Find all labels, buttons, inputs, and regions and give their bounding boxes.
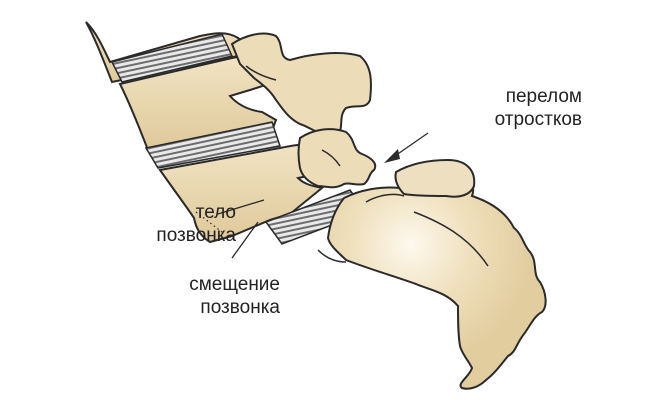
label-vertebral-body: тело позвонка bbox=[140, 201, 236, 247]
label-vertebral-displacement: смещение позвонка bbox=[160, 273, 280, 319]
intervertebral-disc-1 bbox=[110, 33, 234, 83]
label-body-line1: тело bbox=[195, 202, 236, 223]
arrow-icon-fracture bbox=[384, 132, 429, 163]
label-shift-line2: позвонка bbox=[200, 297, 280, 318]
label-fracture-line2: отростков bbox=[494, 109, 582, 130]
vertebra-3-displaced bbox=[158, 128, 377, 244]
label-fracture-line1: перелом bbox=[505, 86, 582, 107]
label-shift-line1: смещение bbox=[189, 274, 280, 295]
label-body-line2: позвонка bbox=[156, 225, 236, 246]
pointer-line-vertebral-body bbox=[217, 199, 265, 215]
sacrum bbox=[317, 158, 547, 390]
intervertebral-disc-2 bbox=[144, 121, 281, 169]
pointer-line-displacement bbox=[231, 221, 259, 259]
vertebra-2 bbox=[118, 32, 372, 152]
label-fracture-of-processes: перелом отростков bbox=[458, 85, 582, 131]
